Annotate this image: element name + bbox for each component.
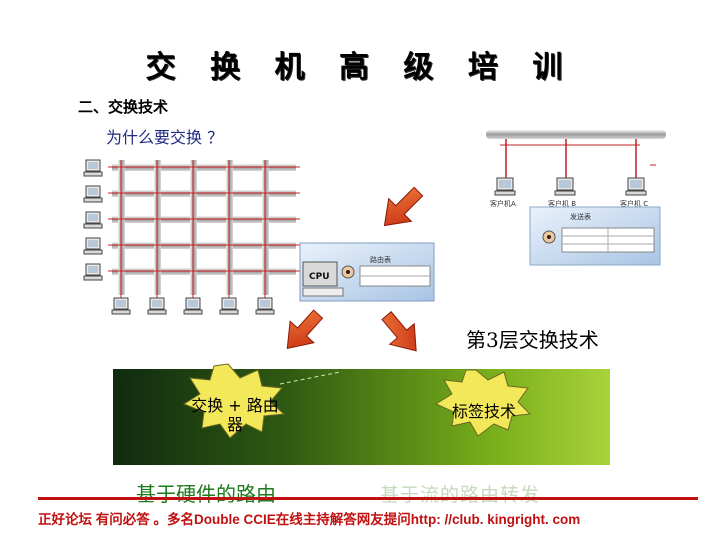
computer-icon bbox=[83, 211, 103, 229]
client-c-label: 客户机 C bbox=[620, 199, 648, 208]
switch-router-label: 交换 + 路由器 bbox=[191, 396, 279, 434]
crossbar-grid bbox=[108, 160, 300, 298]
arrow-icon bbox=[381, 311, 417, 352]
switch-router-badge bbox=[182, 363, 286, 439]
footer-text: 正好论坛 有问必答 。多名Double CCIE在线主持解答网友提问http: … bbox=[38, 512, 581, 527]
faded-caption: 基于流的路由转发 bbox=[380, 484, 541, 506]
computer-icon bbox=[83, 237, 103, 255]
router-cpu-panel: CPU 路由表 bbox=[299, 242, 435, 302]
arrow-icon bbox=[383, 186, 424, 227]
hardware-routing-label: 基于硬件的路由 bbox=[136, 482, 276, 506]
network-bus bbox=[486, 130, 666, 178]
computer-icon bbox=[554, 177, 576, 196]
question-text: 为什么要交换 ？ bbox=[106, 128, 224, 147]
computer-icon bbox=[147, 297, 167, 315]
slide-title: 交 换 机 高 级 培 训 bbox=[145, 50, 575, 85]
arrow-icon bbox=[286, 309, 324, 349]
computer-icon bbox=[83, 185, 103, 203]
tag-tech-badge bbox=[434, 369, 532, 437]
tag-tech-label: 标签技术 bbox=[451, 402, 516, 421]
computer-icon bbox=[494, 177, 516, 196]
forwarding-table-label: 发送表 bbox=[570, 212, 591, 221]
computer-icon bbox=[255, 297, 275, 315]
computer-icon bbox=[83, 263, 103, 281]
forwarding-table-panel: 发送表 bbox=[529, 206, 661, 266]
cpu-label: CPU bbox=[309, 272, 330, 282]
computer-icon bbox=[219, 297, 239, 315]
footer-divider bbox=[38, 497, 698, 500]
computer-icon bbox=[83, 159, 103, 177]
layer3-switching-label: 第3层交换技术 bbox=[466, 328, 599, 352]
routing-table-label: 路由表 bbox=[370, 255, 391, 264]
computer-icon bbox=[625, 177, 647, 196]
computer-icon bbox=[183, 297, 203, 315]
computer-icon bbox=[111, 297, 131, 315]
client-b-label: 客户机 B bbox=[548, 199, 576, 208]
client-a-label: 客户机A bbox=[490, 199, 516, 208]
section-heading: 二、交换技术 bbox=[78, 98, 169, 116]
